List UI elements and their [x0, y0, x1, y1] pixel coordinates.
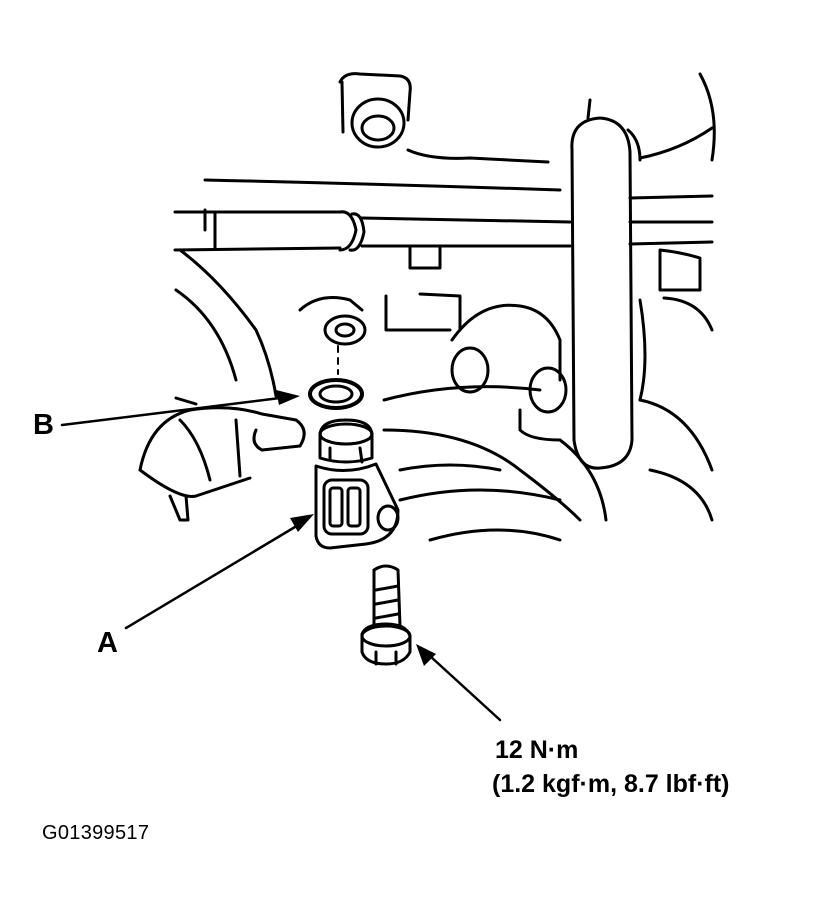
engine-small-plug	[450, 303, 568, 442]
callout-label-b: B	[33, 409, 54, 441]
engine-pipes	[173, 178, 714, 252]
engine-left-bracket	[138, 396, 306, 522]
engine-right-detail	[638, 72, 716, 522]
sensor-body	[314, 418, 400, 550]
torque-spec-secondary: (1.2 kgf·m, 8.7 lbf·ft)	[492, 770, 730, 798]
leader-b	[60, 396, 282, 427]
torque-spec-primary: 12 N·m	[495, 736, 579, 764]
engine-brackets	[298, 246, 462, 346]
leader-arrows	[60, 390, 502, 722]
engine-upper-plug	[338, 72, 550, 164]
figure-code: G01399517	[42, 822, 150, 844]
o-ring	[308, 345, 364, 410]
arrow-head-a	[290, 514, 314, 532]
leader-bolt	[428, 654, 502, 722]
engine-lower-lines	[174, 248, 608, 542]
callout-label-a: A	[97, 627, 118, 659]
mounting-bolt	[360, 564, 412, 666]
arrow-head-b	[276, 390, 300, 405]
vertical-hose	[570, 98, 642, 470]
arrow-head-bolt	[416, 644, 436, 666]
leader-a	[124, 522, 302, 630]
